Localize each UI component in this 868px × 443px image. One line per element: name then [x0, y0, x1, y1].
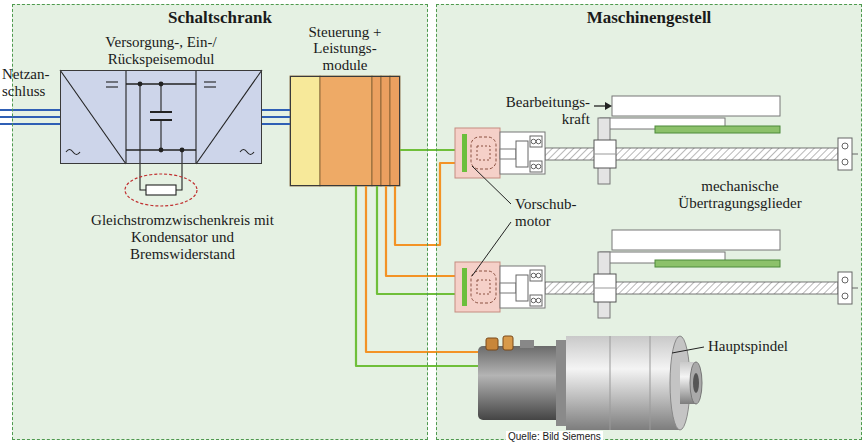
highlight-ellipse [125, 174, 197, 206]
spindle-motor [478, 346, 562, 420]
label-anchor: Gleichstromzwischenkreis mit Kondensator… [90, 212, 275, 262]
dc-sign [106, 86, 118, 87]
resistor-symbol [146, 185, 176, 195]
control-module [290, 76, 320, 186]
part-label: Hauptspindel [708, 338, 838, 355]
mains-line [0, 116, 60, 118]
bus-line [262, 109, 290, 111]
ac-sign [66, 150, 80, 155]
spindle-ring [556, 340, 566, 426]
power-cable [386, 186, 455, 276]
inverter-diagonal [196, 70, 262, 164]
source-note: Quelle: Bild Siemens [506, 431, 603, 443]
resistor-wire [140, 84, 146, 190]
tool-holder [693, 373, 699, 393]
label-anchor: Hauptspindel [708, 338, 838, 355]
converter-fill [60, 70, 262, 164]
connector [520, 340, 534, 348]
feed-axis [455, 230, 858, 318]
spindle-body [566, 336, 680, 430]
capacitor-plate [150, 111, 172, 113]
label-anchor: Quelle: Bild Siemens [506, 426, 646, 443]
power-bus [262, 110, 290, 124]
leader-line [472, 222, 511, 276]
connector [486, 338, 498, 350]
leader-line [472, 166, 511, 204]
body-groove [610, 336, 611, 430]
label-anchor: mechanische Übertragungsglieder [650, 178, 830, 212]
converter-symbols [60, 70, 262, 195]
dc-sign [204, 81, 216, 82]
dc-sign [204, 86, 216, 87]
arrow-head [605, 102, 612, 110]
power-module [381, 76, 390, 186]
power-cable [395, 163, 455, 245]
motor-cables [356, 150, 478, 366]
connector [503, 336, 513, 350]
body-groove [650, 336, 651, 430]
terminal-label: Netzan- schluss [2, 66, 56, 100]
main-spindle-picture [478, 336, 702, 430]
power-module [372, 76, 381, 186]
junction-dot [159, 82, 164, 87]
capacitor-wire [160, 120, 161, 150]
capacitor-wire [160, 84, 161, 112]
ac-sign [240, 150, 254, 155]
panel-heading: Maschinengestell [437, 8, 861, 28]
mains-lines [0, 110, 60, 124]
control-power-modules: Steuerung + Leistungs- module [290, 76, 400, 186]
power-module [320, 76, 372, 186]
bus-line [262, 116, 290, 118]
part-label: Gleichstromzwischenkreis mit Kondensator… [90, 212, 275, 262]
module-caption: Versorgung-, Ein-/ Rückspeisemodul [81, 34, 241, 67]
junction-dot [180, 148, 185, 153]
label-anchor: Netzan- schluss [2, 66, 56, 100]
module-block [290, 76, 400, 186]
power-module [390, 76, 400, 186]
junction-dot [159, 148, 164, 153]
supply-module: Versorgung-, Ein-/ Rückspeisemodul [60, 70, 262, 164]
machine-frame-panel: Maschinengestell [436, 4, 862, 440]
bus-line [262, 123, 290, 125]
rectifier-diagonal [60, 70, 126, 164]
junction-dot [138, 82, 143, 87]
part-label: mechanische Übertragungsglieder [650, 178, 830, 212]
force-label: Bearbeitungs- kraft [485, 94, 590, 128]
module-caption: Steuerung + Leistungs- module [295, 24, 395, 74]
resistor-wire [176, 150, 182, 190]
panel-ground [436, 4, 862, 440]
leader-line [672, 347, 704, 353]
encoder-cable [377, 186, 455, 294]
spindle-face [690, 362, 702, 404]
dc-sign [106, 81, 118, 82]
mains-line [0, 109, 60, 111]
part-label: Vorschub- motor [515, 196, 595, 230]
label-anchor: Vorschub- motor [515, 196, 595, 230]
force-arrow [594, 105, 606, 106]
mains-line [0, 123, 60, 125]
label-anchor: Bearbeitungs- kraft [485, 94, 590, 128]
